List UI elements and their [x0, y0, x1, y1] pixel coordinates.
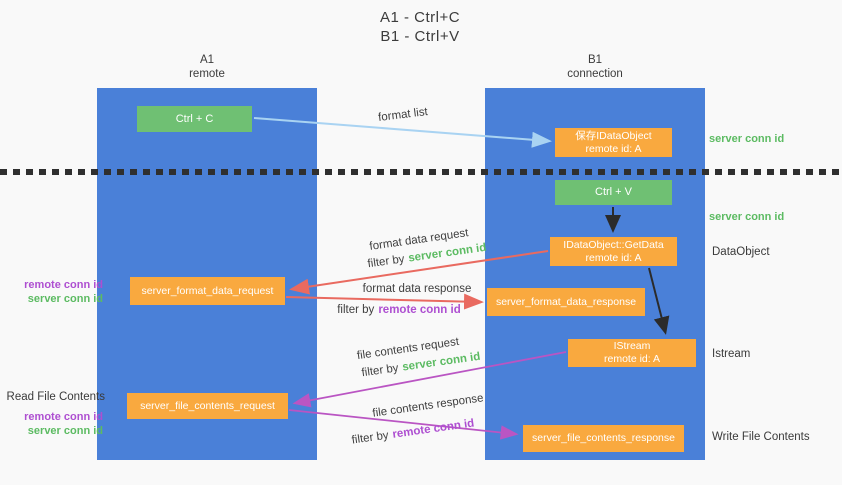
annotation-format-list: format list — [377, 106, 429, 124]
node-save-idataobject-line1: 保存IDataObject — [575, 129, 652, 142]
label-conn-ids-left-2: remote conn id server conn id — [0, 410, 103, 438]
node-istream: IStream remote id: A — [568, 339, 696, 367]
label-istream: Istream — [712, 348, 751, 360]
annotation-file-contents-response: file contents response — [371, 392, 485, 420]
label-write-file-contents: Write File Contents — [712, 431, 810, 443]
node-save-idataobject: 保存IDataObject remote id: A — [555, 128, 672, 157]
label-server-conn-id-left-1: server conn id — [27, 293, 103, 305]
node-idataobject-getdata-line2: remote id: A — [585, 251, 642, 264]
label-dataobject: DataObject — [712, 246, 770, 258]
node-ctrl-v: Ctrl + V — [555, 180, 672, 205]
separator-dashed-line — [0, 169, 842, 175]
label-server-conn-id-right-1: server conn id — [709, 133, 785, 145]
node-server-format-data-response-label: server_format_data_response — [495, 295, 637, 308]
label-read-file-contents: Read File Contents — [6, 391, 105, 403]
label-server-conn-id-right-2: server conn id — [709, 211, 785, 223]
lane-b-subtitle: connection — [567, 68, 623, 80]
node-server-file-contents-request: server_file_contents_request — [127, 393, 288, 419]
title-line-1: A1 - Ctrl+C — [379, 9, 461, 26]
node-istream-line2: remote id: A — [603, 353, 661, 365]
node-server-format-data-response: server_format_data_response — [487, 288, 645, 316]
node-istream-line1: IStream — [613, 340, 651, 352]
label-remote-conn-id-left-1: remote conn id — [24, 279, 103, 291]
node-server-file-contents-request-label: server_file_contents_request — [140, 399, 275, 412]
lane-a-header: A1 remote — [97, 53, 317, 81]
node-idataobject-getdata-line1: IDataObject::GetData — [563, 238, 664, 251]
lane-b-name: B1 — [587, 54, 603, 66]
lane-a-name: A1 — [199, 54, 215, 66]
label-conn-ids-left-1: remote conn id server conn id — [0, 278, 103, 306]
label-server-conn-id-left-2: server conn id — [27, 425, 103, 437]
node-server-format-data-request: server_format_data_request — [130, 277, 285, 305]
node-server-file-contents-response: server_file_contents_response — [523, 425, 684, 452]
annotation-format-data-response: format data response — [362, 283, 472, 295]
title-line-2: B1 - Ctrl+V — [380, 28, 460, 45]
node-server-file-contents-response-label: server_file_contents_response — [531, 432, 675, 444]
node-ctrl-c-label: Ctrl + C — [175, 112, 214, 125]
lane-b-header: B1 connection — [485, 53, 705, 81]
label-remote-conn-id-left-2: remote conn id — [24, 411, 103, 423]
node-ctrl-v-label: Ctrl + V — [595, 186, 632, 198]
node-save-idataobject-line2: remote id: A — [585, 142, 642, 155]
node-ctrl-c: Ctrl + C — [137, 106, 252, 132]
node-idataobject-getdata: IDataObject::GetData remote id: A — [550, 237, 677, 266]
node-server-format-data-request-label: server_format_data_request — [141, 284, 274, 297]
lane-a-subtitle: remote — [189, 68, 225, 80]
diagram-title: A1 - Ctrl+C B1 - Ctrl+V — [300, 8, 540, 46]
